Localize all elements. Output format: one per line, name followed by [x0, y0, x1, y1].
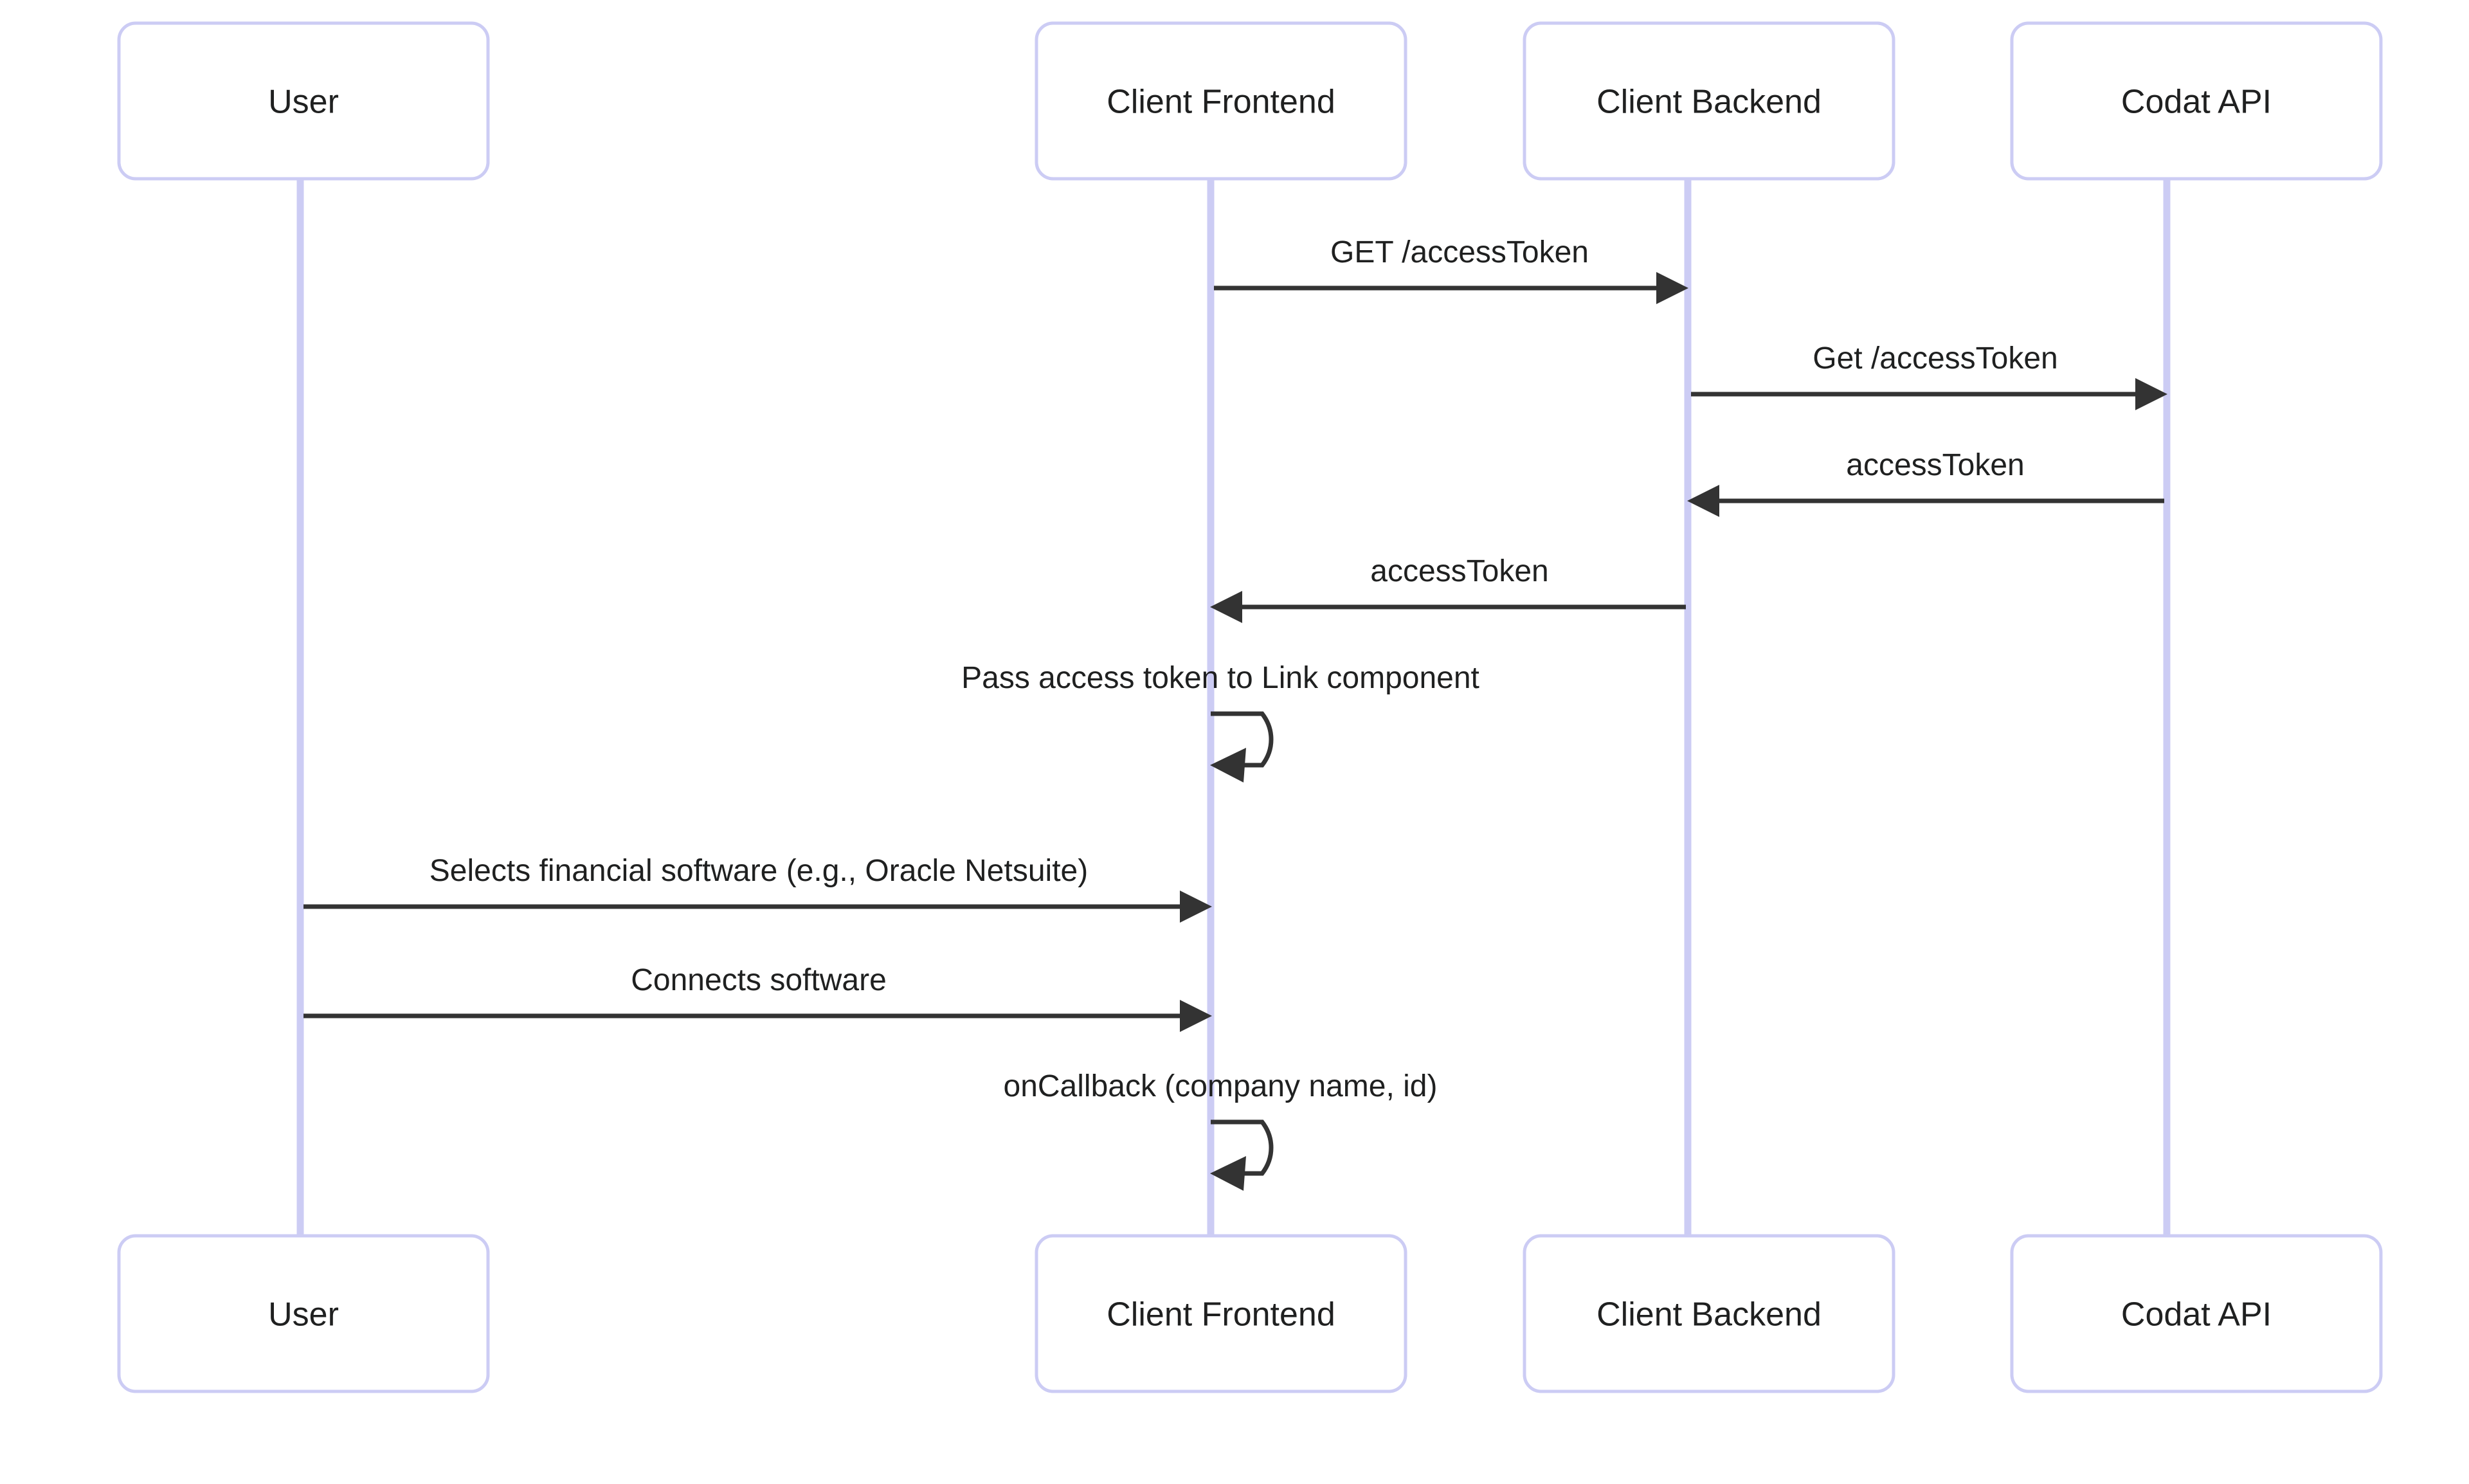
participant-box-user[interactable]	[117, 21, 490, 181]
participant-client-backend[interactable]: Client Backend	[1523, 21, 1895, 181]
message-8-loop-path	[1211, 1119, 1274, 1176]
participant-box-footer-client-backend[interactable]	[1523, 1234, 1895, 1393]
participant-box-footer-codat-api[interactable]	[2010, 1234, 2383, 1393]
message-8-on-callback-self-loop[interactable]: onCallback (company name, id)	[1004, 1069, 1438, 1191]
participant-box-footer-user[interactable]	[117, 1234, 490, 1393]
participant-label-footer-codat-api: Codat API	[2121, 1296, 2272, 1334]
message-3-label: accessToken	[1846, 448, 2024, 482]
message-7-connects-software[interactable]: Connects software	[303, 963, 1212, 1032]
message-5-arrowhead-left	[1210, 748, 1246, 783]
participant-box-client-backend[interactable]	[1523, 21, 1895, 181]
message-1-label: GET /accessToken	[1330, 235, 1589, 269]
participant-label-client-backend: Client Backend	[1596, 84, 1822, 121]
participant-footer-codat-api[interactable]: Codat API	[2010, 1234, 2383, 1393]
message-1-get-access-token[interactable]: GET /accessToken	[1214, 235, 1688, 304]
message-2-label: Get /accessToken	[1813, 341, 2058, 376]
participant-client-frontend[interactable]: Client Frontend	[1035, 21, 1407, 181]
participants-footer-group: User Client Frontend Client Backend Coda…	[117, 1234, 2383, 1393]
message-5-loop-path	[1211, 711, 1274, 768]
participant-codat-api[interactable]: Codat API	[2010, 21, 2383, 181]
participant-footer-client-frontend[interactable]: Client Frontend	[1035, 1234, 1407, 1393]
message-1-arrowhead-right	[1656, 272, 1688, 304]
message-3-access-token[interactable]: accessToken	[1687, 448, 2164, 517]
message-8-label: onCallback (company name, id)	[1004, 1069, 1438, 1103]
participant-box-client-frontend[interactable]	[1035, 21, 1407, 181]
lifelines-group	[296, 179, 2171, 1241]
message-4-access-token[interactable]: accessToken	[1210, 554, 1686, 623]
participant-user[interactable]: User	[117, 21, 490, 181]
message-6-label: Selects financial software (e.g., Oracle…	[430, 854, 1088, 888]
participant-label-codat-api: Codat API	[2121, 84, 2272, 121]
participant-box-footer-client-frontend[interactable]	[1035, 1234, 1407, 1393]
participant-label-footer-client-backend: Client Backend	[1596, 1296, 1822, 1334]
message-2-arrowhead-right	[2135, 378, 2167, 410]
participant-label-user: User	[268, 84, 339, 121]
message-7-label: Connects software	[631, 963, 887, 997]
message-3-arrowhead-left	[1687, 485, 1719, 517]
message-8-arrowhead-left	[1210, 1156, 1246, 1191]
participant-label-client-frontend: Client Frontend	[1107, 84, 1335, 121]
message-7-arrowhead-right	[1180, 1000, 1212, 1032]
message-5-label: Pass access token to Link component	[961, 661, 1479, 695]
message-2-get-access-token[interactable]: Get /accessToken	[1691, 341, 2167, 410]
message-6-selects-financial-software[interactable]: Selects financial software (e.g., Oracle…	[303, 854, 1212, 923]
participant-label-footer-user: User	[268, 1296, 339, 1334]
participant-box-codat-api[interactable]	[2010, 21, 2383, 181]
participant-footer-user[interactable]: User	[117, 1234, 490, 1393]
message-6-arrowhead-right	[1180, 891, 1212, 923]
message-4-label: accessToken	[1370, 554, 1548, 588]
participants-header-group: User Client Frontend Client Backend Coda…	[117, 21, 2383, 181]
message-4-arrowhead-left	[1210, 591, 1242, 623]
message-5-pass-access-token-self-loop[interactable]: Pass access token to Link component	[961, 661, 1479, 783]
participant-label-footer-client-frontend: Client Frontend	[1107, 1296, 1335, 1334]
participant-footer-client-backend[interactable]: Client Backend	[1523, 1234, 1895, 1393]
